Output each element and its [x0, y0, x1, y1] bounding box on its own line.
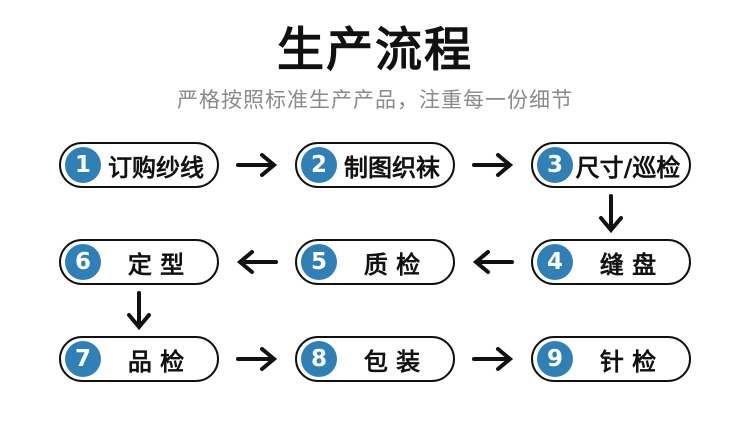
step-pill-1: 1 订购纱线 [59, 142, 219, 189]
arrow-down-icon [126, 290, 152, 332]
arrow-right-icon [471, 152, 515, 178]
flow-diagram: 1 订购纱线 2 制图织袜 3 尺寸/巡检 [59, 142, 691, 383]
step-label: 包 装 [363, 347, 421, 376]
step-pill-6: 6 定 型 [59, 239, 219, 286]
step-pill-4: 4 缝 盘 [531, 239, 691, 286]
arrow-right-icon [235, 346, 279, 372]
arrow-left-icon [471, 249, 515, 275]
step-number-badge: 4 [537, 244, 573, 281]
arrow-right-icon [235, 152, 279, 178]
step-label: 缝 盘 [599, 250, 657, 279]
step-pill-3: 3 尺寸/巡检 [531, 142, 691, 189]
page-subtitle: 严格按照标准生产产品，注重每一份细节 [177, 88, 573, 113]
step-number-badge: 8 [301, 341, 337, 378]
arrow-right-icon [471, 346, 515, 372]
page-title: 生产流程 [277, 23, 473, 78]
step-label: 质 检 [363, 250, 421, 279]
arrow-left-icon [235, 249, 279, 275]
step-label: 制图织袜 [344, 153, 440, 182]
step-label: 针 检 [599, 347, 657, 376]
step-label: 尺寸/巡检 [575, 153, 681, 182]
step-number-badge: 7 [65, 341, 101, 378]
step-number-badge: 6 [65, 244, 101, 281]
step-label: 品 检 [127, 347, 185, 376]
step-pill-8: 8 包 装 [295, 336, 455, 383]
step-pill-5: 5 质 检 [295, 239, 455, 286]
step-number-badge: 3 [537, 147, 573, 184]
arrow-down-icon [598, 193, 624, 235]
step-number-badge: 1 [65, 147, 101, 184]
step-label: 定 型 [127, 250, 185, 279]
step-number-badge: 9 [537, 341, 573, 378]
step-label: 订购纱线 [108, 153, 204, 182]
step-pill-9: 9 针 检 [531, 336, 691, 383]
step-pill-7: 7 品 检 [59, 336, 219, 383]
step-number-badge: 2 [301, 147, 337, 184]
step-pill-2: 2 制图织袜 [295, 142, 455, 189]
step-number-badge: 5 [301, 244, 337, 281]
